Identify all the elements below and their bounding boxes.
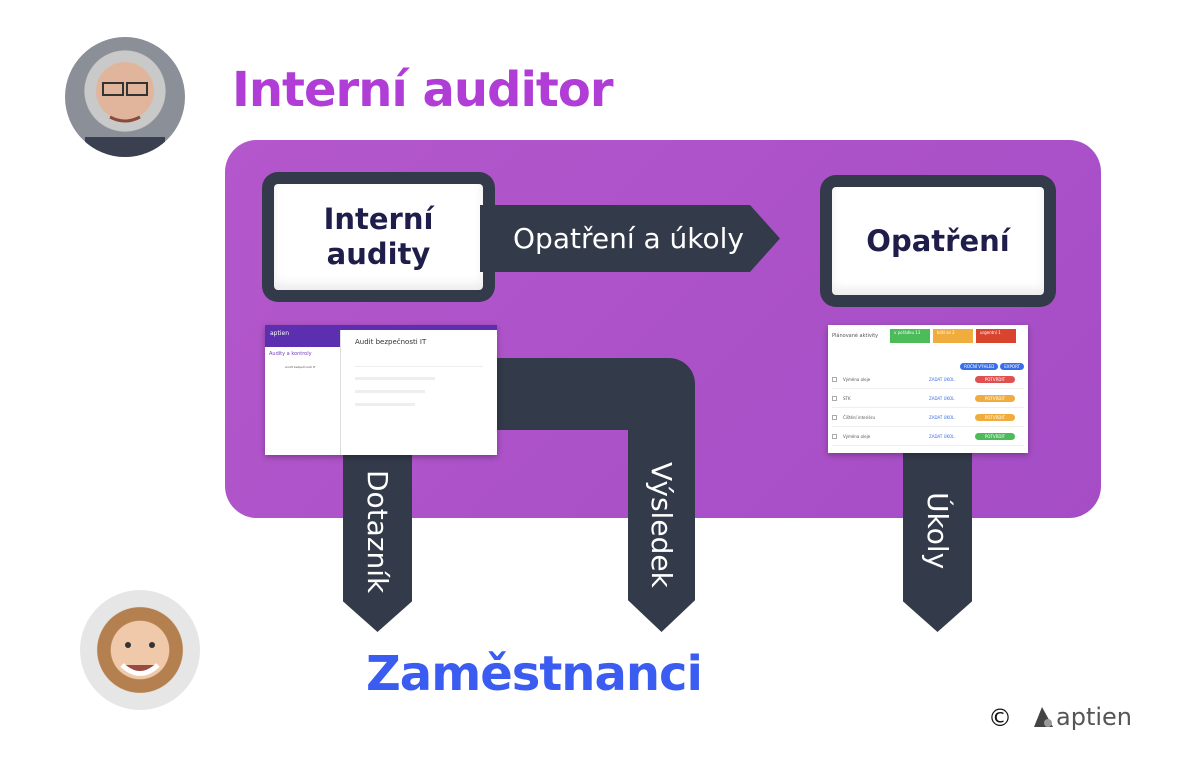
row-checkbox[interactable] bbox=[832, 395, 837, 401]
employee-avatar bbox=[80, 590, 200, 710]
stat-urgent[interactable]: urgentní 1 bbox=[976, 329, 1016, 343]
activities-app-screenshot: Plánované aktivity v pořádku 13 blíží se… bbox=[828, 325, 1028, 453]
activity-row[interactable]: Čištění interiéru ZADAT ÚKOL POTVRDIT bbox=[832, 408, 1024, 427]
assign-task-link[interactable]: ZADAT ÚKOL bbox=[929, 395, 955, 401]
confirm-button[interactable]: POTVRDIT bbox=[975, 394, 1015, 402]
activity-row[interactable]: Výměna oleje ZADAT ÚKOL POTVRDIT bbox=[832, 370, 1024, 389]
stat-ok[interactable]: v pořádku 13 bbox=[890, 329, 930, 343]
confirm-button[interactable]: POTVRDIT bbox=[975, 432, 1015, 440]
row-checkbox[interactable] bbox=[832, 376, 837, 382]
tasks-label: Úkoly bbox=[921, 492, 954, 570]
measures-box: Opatření bbox=[820, 175, 1056, 307]
row-name: Výměna oleje bbox=[843, 433, 871, 439]
row-name: Výměna oleje bbox=[843, 376, 871, 382]
audit-section-title: Audity a kontroly bbox=[269, 351, 312, 357]
activity-row[interactable]: STK ZADAT ÚKOL POTVRDIT bbox=[832, 389, 1024, 408]
auditor-avatar bbox=[65, 37, 185, 157]
assign-task-link[interactable]: ZADAT ÚKOL bbox=[929, 376, 955, 382]
internal-audits-box: Interní audity bbox=[262, 172, 495, 302]
copyright-icon: © bbox=[988, 704, 1012, 732]
assign-task-link[interactable]: ZADAT ÚKOL bbox=[929, 414, 955, 420]
aptien-logo: aptien bbox=[1032, 703, 1132, 731]
activities-heading: Plánované aktivity bbox=[832, 333, 879, 339]
questionnaire-arrow: Dotazník bbox=[343, 452, 412, 632]
row-checkbox[interactable] bbox=[832, 433, 837, 439]
row-name: STK bbox=[843, 395, 851, 401]
result-path-horizontal bbox=[490, 358, 695, 430]
export-button[interactable]: EXPORT bbox=[1000, 363, 1024, 370]
measures-label: Opatření bbox=[832, 187, 1044, 295]
result-label: Výsledek bbox=[645, 462, 678, 588]
questionnaire-label: Dotazník bbox=[361, 470, 394, 594]
assign-task-link[interactable]: ZADAT ÚKOL bbox=[929, 433, 955, 439]
measures-tasks-arrow: Opatření a úkoly bbox=[480, 205, 780, 272]
outlook-button[interactable]: ROČNÍ VÝHLED bbox=[960, 363, 999, 370]
confirm-button[interactable]: POTVRDIT bbox=[975, 413, 1015, 421]
internal-audits-label: Interní audity bbox=[274, 184, 483, 290]
confirm-button[interactable]: POTVRDIT bbox=[975, 375, 1015, 383]
row-checkbox[interactable] bbox=[832, 414, 837, 420]
employees-title: Zaměstnanci bbox=[366, 646, 703, 702]
audit-app-screenshot: aptien Audity a kontroly Audit bezpečnos… bbox=[265, 325, 497, 455]
aptien-brand: aptien bbox=[270, 330, 289, 337]
audit-list-item: Audit bezpečnosti IT bbox=[285, 365, 316, 369]
row-name: Čištění interiéru bbox=[843, 414, 876, 420]
result-arrow: Výsledek bbox=[628, 420, 695, 632]
aptien-logo-icon bbox=[1034, 707, 1053, 727]
auditor-title: Interní auditor bbox=[232, 62, 614, 118]
measures-tasks-label: Opatření a úkoly bbox=[513, 222, 744, 255]
tasks-arrow: Úkoly bbox=[903, 452, 972, 632]
activity-row[interactable]: Výměna oleje ZADAT ÚKOL POTVRDIT bbox=[832, 427, 1024, 446]
stat-soon[interactable]: blíží se 2 bbox=[933, 329, 973, 343]
audit-detail-heading: Audit bezpečnosti IT bbox=[355, 338, 427, 346]
